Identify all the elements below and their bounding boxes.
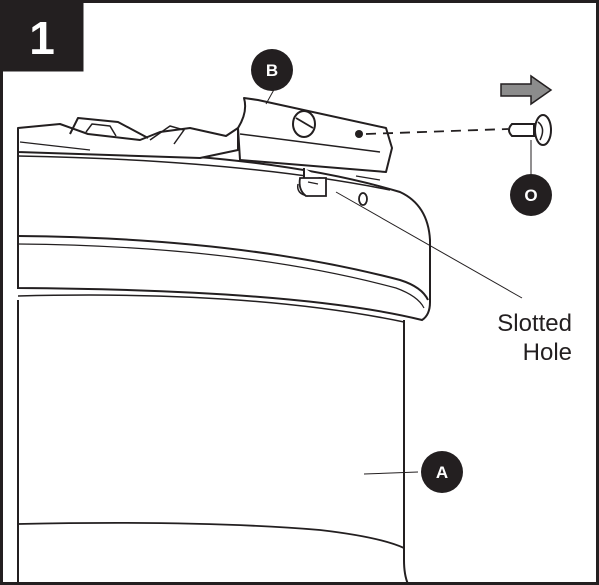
slotted-hole-leader (335, 191, 523, 299)
callout-o-text: O (524, 186, 537, 205)
slotted-hole-label-line1: Slotted (497, 310, 572, 337)
callout-a-badge (421, 451, 463, 493)
fixture-body (17, 294, 409, 585)
callout-b-badge (251, 49, 293, 91)
right-arrow-icon (500, 74, 553, 106)
callout-o-badge (510, 174, 552, 216)
callout-a-text: A (436, 463, 448, 482)
bracket-hole (355, 130, 363, 138)
slotted-hole-label-line2: Hole (523, 339, 572, 366)
slotted-hole (298, 177, 327, 197)
fixture-ring (17, 148, 431, 322)
callout-b-text: B (266, 61, 278, 80)
callout-a-leader (363, 471, 419, 475)
mounting-plate (17, 117, 239, 159)
step-number: 1 (29, 12, 55, 64)
ring-hole (358, 192, 368, 206)
screw-o (508, 114, 552, 146)
bracket-screw (292, 110, 316, 138)
alignment-line (365, 128, 509, 135)
step-number-box (1, 1, 84, 72)
